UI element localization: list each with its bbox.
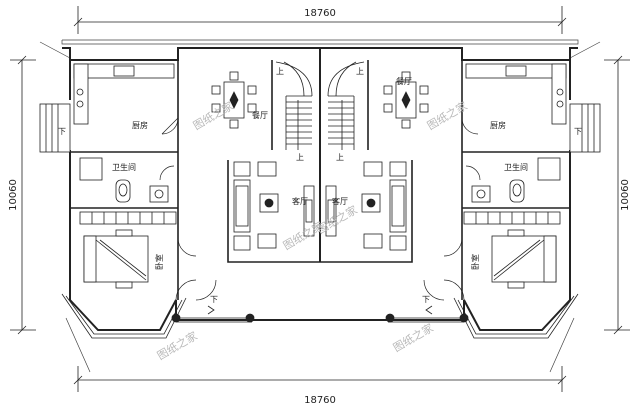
wardrobe-left <box>79 211 177 225</box>
dimension-left <box>10 55 36 335</box>
porch-left-down: 下 <box>210 295 218 304</box>
side-entrance-left <box>39 103 71 153</box>
outer-walls <box>62 47 578 331</box>
bedroom-right-label: 卧室 <box>470 254 480 270</box>
bath-fixtures-left <box>79 157 169 203</box>
dimension-right <box>604 55 630 335</box>
dimension-top-label: 18760 <box>304 8 336 19</box>
watermark-6: 图纸之家 <box>315 202 360 236</box>
dining-left-label: 餐厅 <box>252 111 268 120</box>
interior-walls <box>70 60 570 300</box>
bedroom-left-label: 卧室 <box>154 254 164 270</box>
porch-right-down: 下 <box>422 295 430 304</box>
living-right-label: 客厅 <box>332 196 348 206</box>
dining-table-left <box>211 71 257 129</box>
stair-right-up: 上 <box>356 67 364 76</box>
dining-right-label: 餐厅 <box>396 77 412 86</box>
stair-left-up-lower: 上 <box>296 153 304 162</box>
sofa-set-left <box>233 161 315 251</box>
door-swings <box>159 117 481 301</box>
bay-windows <box>61 293 579 339</box>
porch-right <box>385 305 469 323</box>
dimension-top <box>73 6 567 34</box>
dimension-bottom-label: 18760 <box>304 395 336 406</box>
side-entrance-right-down: 下 <box>574 127 582 136</box>
side-entrance-right <box>569 103 601 153</box>
kitchen-right-label: 厨房 <box>490 120 506 130</box>
stair-left-up: 上 <box>276 67 284 76</box>
kitchen-counter-right <box>465 63 567 125</box>
porch-left <box>171 305 255 323</box>
dimension-bottom <box>73 366 567 392</box>
watermark-3: 图纸之家 <box>425 98 470 132</box>
bed-left <box>83 229 149 289</box>
watermark-4: 图纸之家 <box>155 328 200 362</box>
wardrobe-right <box>463 211 561 225</box>
staircase-left <box>275 61 313 150</box>
bath-left-label: 卫生间 <box>112 162 136 172</box>
roof-eave-lines <box>39 39 601 373</box>
staircase-right <box>327 61 365 150</box>
living-left-label: 客厅 <box>292 196 308 206</box>
sofa-set-right <box>325 161 407 251</box>
side-entrance-left-down: 下 <box>58 127 66 136</box>
stair-right-up-lower: 上 <box>336 153 344 162</box>
dimension-left-label: 10060 <box>8 179 19 211</box>
dining-table-right <box>383 71 429 129</box>
bath-fixtures-right <box>471 157 561 203</box>
kitchen-counter-left <box>73 63 175 125</box>
dimension-right-label: 10060 <box>620 179 631 211</box>
bed-right <box>491 229 557 289</box>
kitchen-left-label: 厨房 <box>132 120 148 130</box>
watermark-5: 图纸之家 <box>391 320 436 354</box>
bath-right-label: 卫生间 <box>504 162 528 172</box>
